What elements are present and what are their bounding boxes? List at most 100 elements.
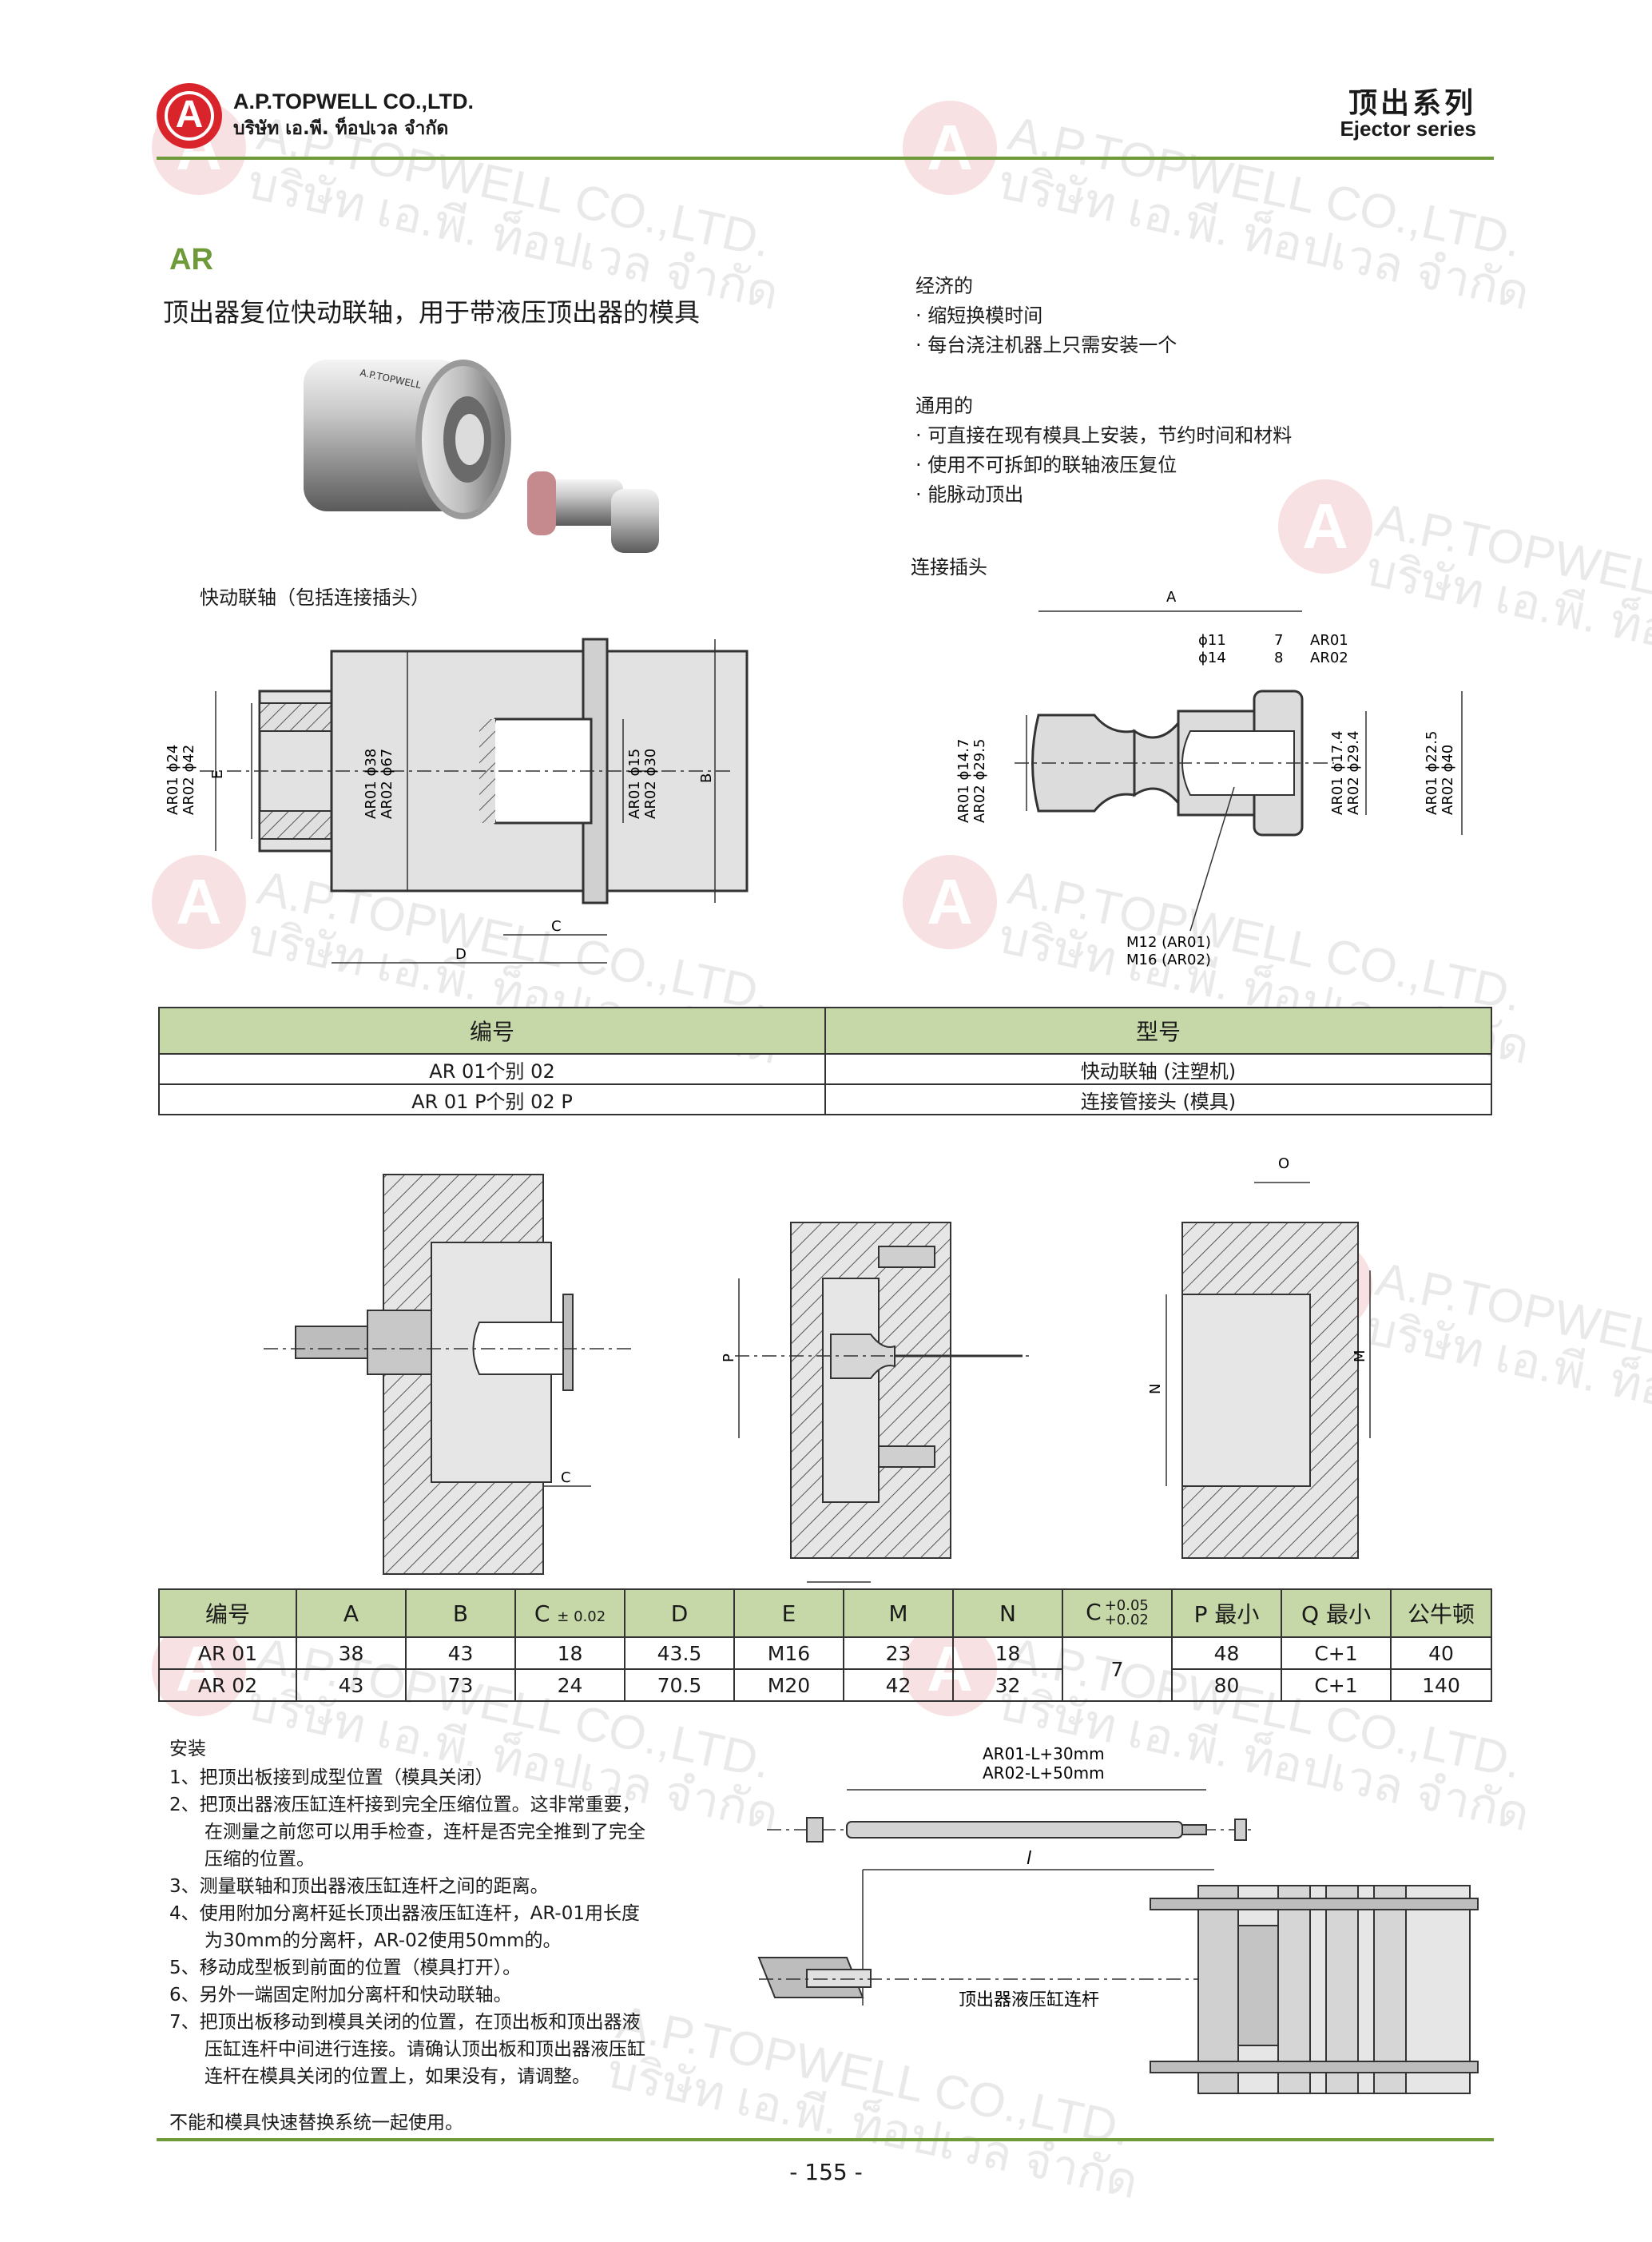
installation-step: 3、测量联轴和顶出器液压缸连杆之间的距离。 bbox=[169, 1876, 549, 1897]
table-cell: 连接管接头 (模具) bbox=[824, 1083, 1492, 1115]
installation-step: 7、把顶出板移动到模具关闭的位置，在顶出板和顶出器液 bbox=[169, 2012, 641, 2033]
feature-item: · 缩短换模时间 bbox=[915, 304, 1043, 327]
rod-dim-l: l bbox=[1027, 1849, 1031, 1869]
product-code: AR bbox=[169, 243, 213, 276]
coupling-dim-e: E bbox=[209, 770, 226, 779]
features-universal-title: 通用的 bbox=[915, 395, 973, 417]
features-economic: 经济的 · 缩短换模时间 · 每台浇注机器上只需安装一个 bbox=[915, 272, 1177, 360]
table-row: AR 01 38 43 18 43.5 M16 23 18 7 48 C+1 4… bbox=[158, 1636, 1492, 1702]
product-subtitle: 顶出器复位快动联轴，用于带液压顶出器的模具 bbox=[163, 297, 701, 328]
plug-dim-top-1: ϕ11 bbox=[1198, 632, 1226, 649]
header-divider bbox=[157, 157, 1494, 160]
coupling-dim-d: D bbox=[455, 946, 467, 963]
table-cell: M20 bbox=[733, 1668, 844, 1702]
install-dim-o: O bbox=[1278, 1155, 1289, 1172]
table-cell: 80 bbox=[1171, 1668, 1282, 1702]
table-cell: 38 bbox=[296, 1636, 407, 1670]
installation-note: 不能和模具快速替换系统一起使用。 bbox=[169, 2113, 463, 2133]
installation-step: 压缸连杆中间进行连接。请确认顶出板和顶出器液压缸 bbox=[205, 2039, 645, 2060]
coupling-dim-c: C bbox=[551, 918, 562, 935]
coupling-caption: 快动联轴（包括连接插头） bbox=[200, 586, 430, 609]
page-number: - 155 - bbox=[789, 2159, 863, 2185]
plug-dim-top-2: ϕ14 bbox=[1198, 650, 1226, 666]
table-header: E bbox=[733, 1588, 844, 1638]
table-cell: AR 01 P个别 02 P bbox=[158, 1083, 826, 1115]
plug-dim-head-2: AR02 ϕ29.5 bbox=[971, 739, 988, 823]
coupling-dim-left-1: AR01 ϕ24 bbox=[165, 745, 181, 815]
table-header-row: 编号 型号 bbox=[158, 1007, 1492, 1055]
table-cell: 7 bbox=[1062, 1636, 1173, 1702]
rod-diagram: AR01-L+30mm AR02-L+50mm l 顶出器液压缸连杆 bbox=[757, 1744, 1479, 2094]
install-diagram-bore: O N M bbox=[1147, 1155, 1371, 1559]
table-header: 编号 bbox=[158, 1588, 297, 1638]
table-header: 型号 bbox=[824, 1007, 1492, 1055]
installation-instructions: 安装 1、把顶出板接到成型位置（模具关闭） 2、把顶出器液压缸连杆接到完全压缩位… bbox=[169, 1735, 645, 2137]
table-cell: AR 01 bbox=[158, 1636, 297, 1670]
install-dim-c: C bbox=[561, 1469, 571, 1486]
features-economic-title: 经济的 bbox=[915, 275, 973, 297]
feature-item: · 使用不可拆卸的联轴液压复位 bbox=[915, 454, 1177, 476]
installation-title: 安装 bbox=[169, 1739, 206, 1759]
install-dim-m: M bbox=[1352, 1350, 1368, 1362]
table-header: B bbox=[405, 1588, 516, 1638]
table-row: AR 02 43 73 24 70.5 M20 42 32 80 C+1 140 bbox=[158, 1668, 1492, 1702]
installation-step: 为30mm的分离杆，AR-02使用50mm的。 bbox=[205, 1930, 562, 1951]
plug-dim-len-2: 8 bbox=[1274, 650, 1283, 666]
table-header: C ± 0.02 bbox=[514, 1588, 625, 1638]
table-cell: M16 bbox=[733, 1636, 844, 1670]
feature-item: · 能脉动顶出 bbox=[915, 483, 1024, 506]
table-cell: 140 bbox=[1390, 1668, 1492, 1702]
coupling-dim-bore-2: AR02 ϕ30 bbox=[642, 749, 659, 819]
coupling-dim-body-1: AR01 ϕ38 bbox=[363, 749, 379, 819]
table-cell: 48 bbox=[1171, 1636, 1282, 1670]
table-header: D bbox=[624, 1588, 735, 1638]
plug-dim-mid-2: AR02 ϕ29.4 bbox=[1345, 731, 1362, 815]
install-diagram-coupling: C bbox=[264, 1174, 631, 1575]
feature-item: · 每台浇注机器上只需安装一个 bbox=[915, 334, 1177, 356]
table-cell: 43.5 bbox=[624, 1636, 735, 1670]
model-table: 编号 型号 AR 01个别 02 快动联轴 (注塑机) AR 01 P个别 02… bbox=[158, 1007, 1492, 1115]
table-header: 编号 bbox=[158, 1007, 826, 1055]
table-header: C+0.05+0.02 bbox=[1062, 1588, 1173, 1638]
coupling-drawing: AR01 ϕ24 AR02 ϕ42 E AR01 ϕ38 AR02 ϕ67 AR… bbox=[165, 638, 749, 964]
series-title-cn: 顶出系列 bbox=[1348, 87, 1476, 120]
table-header: M bbox=[843, 1588, 954, 1638]
table-cell: 43 bbox=[405, 1636, 516, 1670]
installation-step: 4、使用附加分离杆延长顶出器液压缸连杆，AR-01用长度 bbox=[169, 1903, 640, 1924]
watermark-logo-icon: A bbox=[1278, 479, 1372, 574]
product-photo: A.P.TOPWELL bbox=[304, 360, 659, 553]
table-header: N bbox=[952, 1588, 1063, 1638]
plug-dim-len-1: 7 bbox=[1274, 632, 1283, 649]
company-name-th: บริษัท เอ.พี. ท็อปเวล จำกัด bbox=[233, 118, 449, 139]
feature-item: · 可直接在现有模具上安装，节约时间和材料 bbox=[915, 424, 1293, 447]
install-dim-n: N bbox=[1147, 1384, 1164, 1394]
table-header-row: 编号 A B C ± 0.02 D E M N C+0.05+0.02 P 最小… bbox=[158, 1588, 1492, 1638]
table-header: A bbox=[296, 1588, 407, 1638]
table-cell: C+1 bbox=[1281, 1668, 1392, 1702]
company-name-en: A.P.TOPWELL CO.,LTD. bbox=[233, 89, 475, 113]
series-title-en: Ejector series bbox=[1340, 117, 1476, 141]
coupling-dim-b: B bbox=[698, 773, 715, 783]
installation-step: 连杆在模具关闭的位置上，如果没有，请调整。 bbox=[205, 2066, 590, 2087]
plug-caption: 连接插头 bbox=[911, 556, 987, 578]
table-cell: 23 bbox=[843, 1636, 954, 1670]
table-cell: 快动联轴 (注塑机) bbox=[824, 1053, 1492, 1085]
table-cell: 18 bbox=[952, 1636, 1063, 1670]
rod-length-1: AR01-L+30mm bbox=[983, 1744, 1105, 1763]
table-cell: 73 bbox=[405, 1668, 516, 1702]
watermark-logo-icon: A bbox=[903, 101, 997, 195]
installation-step: 1、把顶出板接到成型位置（模具关闭） bbox=[169, 1767, 494, 1788]
coupling-dim-bore-1: AR01 ϕ15 bbox=[626, 749, 643, 819]
plug-dim-head-1: AR01 ϕ14.7 bbox=[955, 739, 972, 823]
table-cell: 18 bbox=[514, 1636, 625, 1670]
table-header: Q 最小 bbox=[1281, 1588, 1392, 1638]
table-cell: 40 bbox=[1390, 1636, 1492, 1670]
table-cell: 43 bbox=[296, 1668, 407, 1702]
plug-thread-2: M16 (AR02) bbox=[1126, 952, 1211, 968]
installation-step: 在测量之前您可以用手检查，连杆是否完全推到了完全 bbox=[205, 1822, 645, 1842]
plug-dim-code-1: AR01 bbox=[1310, 632, 1348, 649]
installation-step: 2、把顶出器液压缸连杆接到完全压缩位置。这非常重要， bbox=[169, 1795, 641, 1815]
installation-step: 压缩的位置。 bbox=[205, 1849, 315, 1870]
plug-dim-outer-2: AR02 ϕ40 bbox=[1440, 745, 1456, 815]
table-header: 公牛顿 bbox=[1390, 1588, 1492, 1638]
